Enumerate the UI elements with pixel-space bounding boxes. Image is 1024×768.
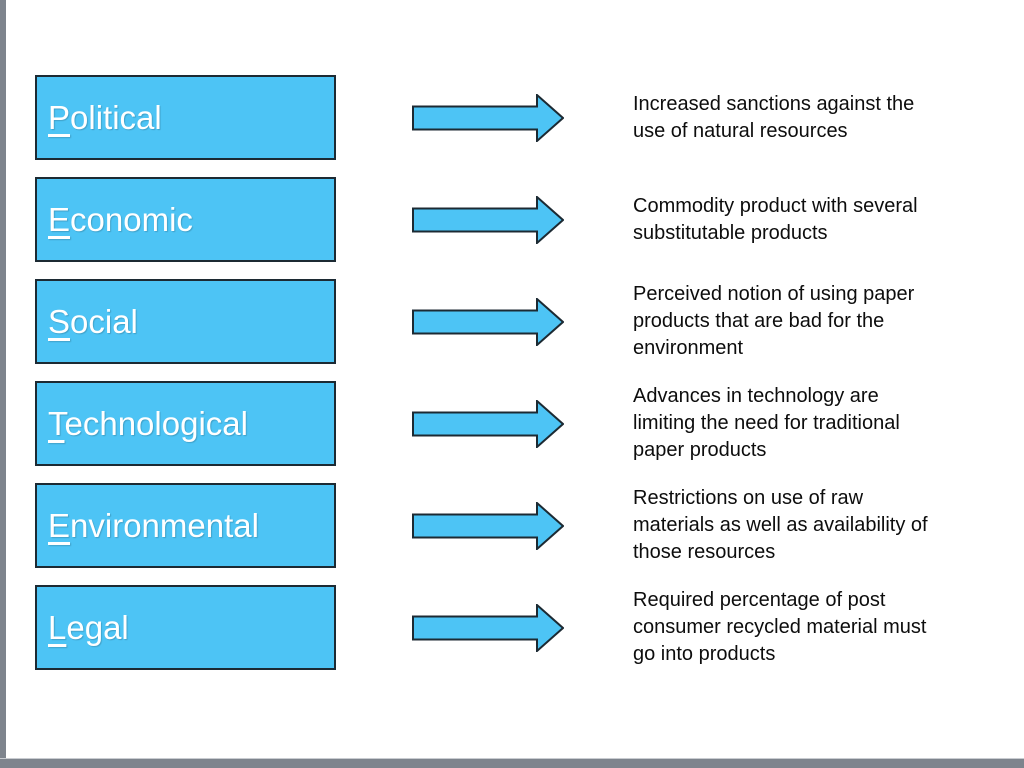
pestel-row-environmental: Environmental Restrictions on use of raw… bbox=[35, 483, 928, 568]
description-line: those resources bbox=[633, 541, 776, 563]
right-arrow-icon bbox=[412, 195, 564, 244]
label-initial: L bbox=[48, 609, 67, 646]
pestel-row-legal: Legal Required percentage of post consum… bbox=[35, 585, 928, 670]
pestel-row-technological: Technological Advances in technology are… bbox=[35, 381, 928, 466]
factor-description-environmental: Restrictions on use of raw materials as … bbox=[633, 485, 928, 566]
label-rest: egal bbox=[66, 609, 129, 646]
factor-box-environmental: Environmental bbox=[35, 483, 336, 568]
factor-label-social: Social bbox=[48, 305, 138, 338]
description-line: go into products bbox=[633, 643, 776, 665]
factor-box-technological: Technological bbox=[35, 381, 336, 466]
window-bottom-edge bbox=[0, 759, 1024, 768]
factor-label-political: Political bbox=[48, 101, 162, 134]
label-initial: E bbox=[48, 201, 71, 238]
pestel-rows: Political Increased sanctions against th… bbox=[35, 75, 928, 670]
description-line: Commodity product with several bbox=[633, 194, 918, 217]
description-line: Restrictions on use of raw bbox=[633, 487, 864, 509]
label-rest: conomic bbox=[70, 201, 193, 238]
description-line: environment bbox=[633, 337, 744, 359]
description-line: paper products bbox=[633, 439, 767, 461]
description-line: substitutable products bbox=[633, 221, 828, 244]
window-left-edge bbox=[0, 0, 6, 768]
label-initial: P bbox=[48, 99, 71, 136]
factor-label-legal: Legal bbox=[48, 611, 129, 644]
factor-box-political: Political bbox=[35, 75, 336, 160]
right-arrow-icon bbox=[412, 603, 564, 652]
description-line: consumer recycled material must bbox=[633, 616, 927, 638]
factor-box-legal: Legal bbox=[35, 585, 336, 670]
label-initial: E bbox=[48, 507, 71, 544]
description-line: Increased sanctions against the bbox=[633, 92, 915, 115]
factor-label-economic: Economic bbox=[48, 203, 193, 236]
label-rest: ocial bbox=[70, 303, 138, 340]
description-line: limiting the need for traditional bbox=[633, 412, 900, 434]
factor-description-social: Perceived notion of using paper products… bbox=[633, 281, 914, 362]
label-rest: nvironmental bbox=[70, 507, 259, 544]
factor-description-economic: Commodity product with several substitut… bbox=[633, 193, 918, 247]
pestel-row-political: Political Increased sanctions against th… bbox=[35, 75, 928, 160]
label-initial: T bbox=[48, 405, 65, 442]
label-rest: olitical bbox=[70, 99, 162, 136]
factor-box-economic: Economic bbox=[35, 177, 336, 262]
description-line: materials as well as availability of bbox=[633, 514, 928, 536]
right-arrow-icon bbox=[412, 297, 564, 346]
pestel-row-economic: Economic Commodity product with several … bbox=[35, 177, 928, 262]
right-arrow-icon bbox=[412, 399, 564, 448]
factor-label-environmental: Environmental bbox=[48, 509, 259, 542]
factor-description-technological: Advances in technology are limiting the … bbox=[633, 383, 900, 464]
description-line: products that are bad for the bbox=[633, 310, 885, 332]
right-arrow-icon bbox=[412, 501, 564, 550]
factor-description-legal: Required percentage of post consumer rec… bbox=[633, 587, 926, 668]
label-rest: echnological bbox=[64, 405, 248, 442]
label-initial: S bbox=[48, 303, 71, 340]
right-arrow-icon bbox=[412, 93, 564, 142]
factor-description-political: Increased sanctions against the use of n… bbox=[633, 91, 914, 145]
factor-label-technological: Technological bbox=[48, 407, 248, 440]
description-line: Perceived notion of using paper bbox=[633, 283, 915, 305]
description-line: use of natural resources bbox=[633, 119, 848, 142]
factor-box-social: Social bbox=[35, 279, 336, 364]
description-line: Advances in technology are bbox=[633, 385, 879, 407]
description-line: Required percentage of post bbox=[633, 589, 886, 611]
pestel-row-social: Social Perceived notion of using paper p… bbox=[35, 279, 928, 364]
